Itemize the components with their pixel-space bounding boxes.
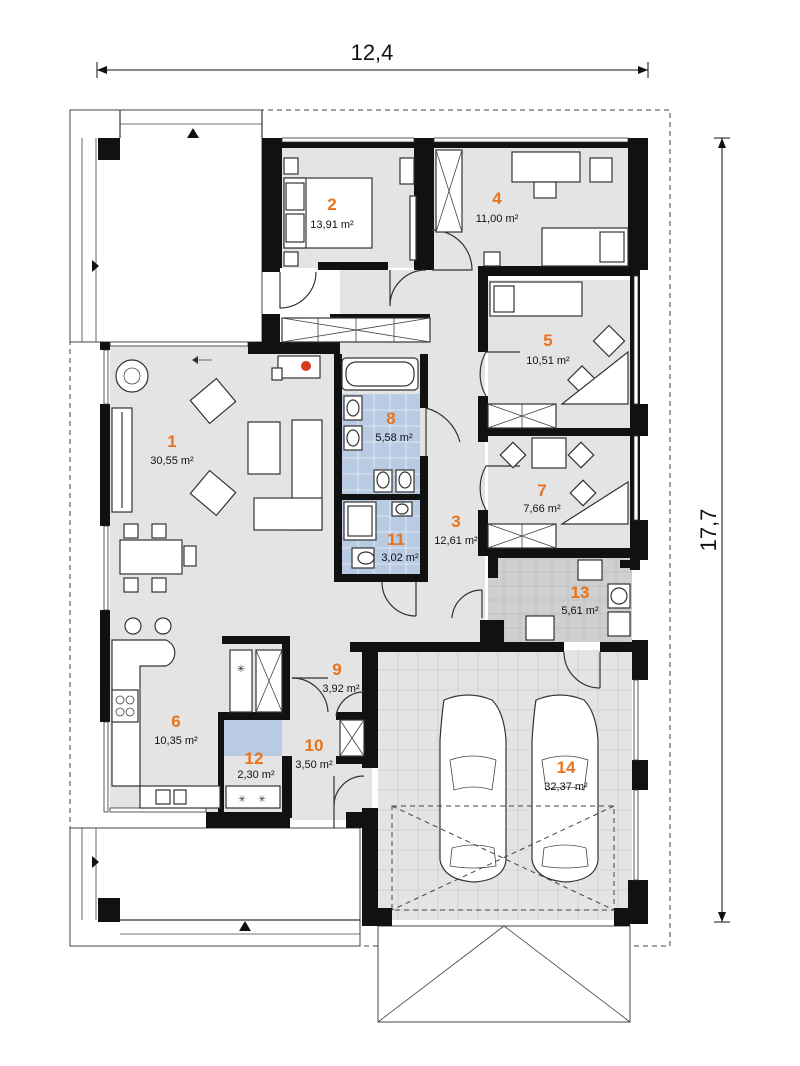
svg-text:8: 8 <box>386 409 395 428</box>
svg-text:✳: ✳ <box>237 664 245 675</box>
utility-13-fixtures <box>525 559 631 641</box>
room-labels: 1 30,55 m² 2 13,91 m² 3 12,61 m² 4 11,00… <box>150 189 599 793</box>
room-label-8: 8 5,58 m² <box>375 409 413 444</box>
svg-text:30,55 m²: 30,55 m² <box>150 455 194 467</box>
room-label-10: 10 3,50 m² <box>295 736 333 771</box>
roof-outline <box>69 109 671 947</box>
kitchen-furniture: ✳ ✳ ✳ <box>111 617 281 809</box>
svg-text:7,66 m²: 7,66 m² <box>523 503 561 515</box>
svg-text:3,50 m²: 3,50 m² <box>295 759 333 771</box>
svg-text:✳: ✳ <box>258 795 266 805</box>
svg-text:14: 14 <box>557 758 576 777</box>
svg-text:5,58 m²: 5,58 m² <box>375 432 413 444</box>
room-label-14: 14 32,37 m² <box>544 758 588 793</box>
height-dimension-label: 17,7 <box>696 509 721 552</box>
walls <box>98 138 648 926</box>
living-furniture <box>111 356 323 593</box>
svg-text:6: 6 <box>171 712 180 731</box>
room-label-6: 6 10,35 m² <box>154 712 198 747</box>
doors <box>279 229 601 828</box>
svg-text:11,00 m²: 11,00 m² <box>476 213 519 225</box>
bedroom-2-furniture <box>283 157 417 267</box>
fireplace <box>271 355 321 381</box>
room-7-furniture <box>499 437 629 525</box>
svg-text:4: 4 <box>492 189 502 208</box>
svg-text:1: 1 <box>167 432 176 451</box>
svg-text:2,30 m²: 2,30 m² <box>237 769 275 781</box>
room-label-12: 12 2,30 m² <box>237 749 275 781</box>
bathroom-11-fixtures <box>343 501 413 569</box>
svg-text:11: 11 <box>387 530 405 549</box>
svg-text:10: 10 <box>305 736 324 755</box>
room-label-9: 9 3,92 m² <box>322 660 360 695</box>
garage-cars <box>391 694 615 911</box>
svg-text:10,51 m²: 10,51 m² <box>526 355 570 367</box>
room-label-4: 4 11,00 m² <box>476 189 519 225</box>
svg-text:13,91 m²: 13,91 m² <box>310 219 354 231</box>
svg-text:12,61 m²: 12,61 m² <box>434 535 478 547</box>
svg-text:7: 7 <box>537 481 546 500</box>
windows <box>103 137 639 881</box>
room-label-11: 11 3,02 m² <box>381 530 419 564</box>
room-5-furniture <box>489 281 629 405</box>
terrace-bottom <box>69 827 361 947</box>
height-dimension: 17,7 <box>696 137 730 923</box>
svg-text:2: 2 <box>327 195 336 214</box>
entrance-canopy <box>377 925 631 1023</box>
width-dimension: 12,4 <box>96 40 649 78</box>
svg-text:3: 3 <box>451 512 460 531</box>
svg-text:9: 9 <box>332 660 341 679</box>
bathroom-8-fixtures <box>341 357 419 493</box>
svg-text:32,37 m²: 32,37 m² <box>544 781 588 793</box>
bedroom-4-furniture <box>483 151 629 267</box>
svg-text:12: 12 <box>245 749 264 768</box>
room-label-1: 1 30,55 m² <box>150 432 194 467</box>
svg-text:3,02 m²: 3,02 m² <box>381 552 419 564</box>
svg-text:13: 13 <box>571 583 590 602</box>
svg-text:✳: ✳ <box>238 795 246 805</box>
room-label-3: 3 12,61 m² <box>434 512 478 547</box>
room-label-13: 13 5,61 m² <box>561 583 599 617</box>
svg-text:5,61 m²: 5,61 m² <box>561 605 599 617</box>
wardrobes <box>255 149 557 757</box>
svg-text:3,92 m²: 3,92 m² <box>322 683 360 695</box>
svg-text:5: 5 <box>543 331 552 350</box>
room-label-5: 5 10,51 m² <box>526 331 570 367</box>
room-label-7: 7 7,66 m² <box>523 481 561 515</box>
svg-text:10,35 m²: 10,35 m² <box>154 735 198 747</box>
width-dimension-label: 12,4 <box>351 40 394 65</box>
room-label-2: 2 13,91 m² <box>310 195 354 231</box>
